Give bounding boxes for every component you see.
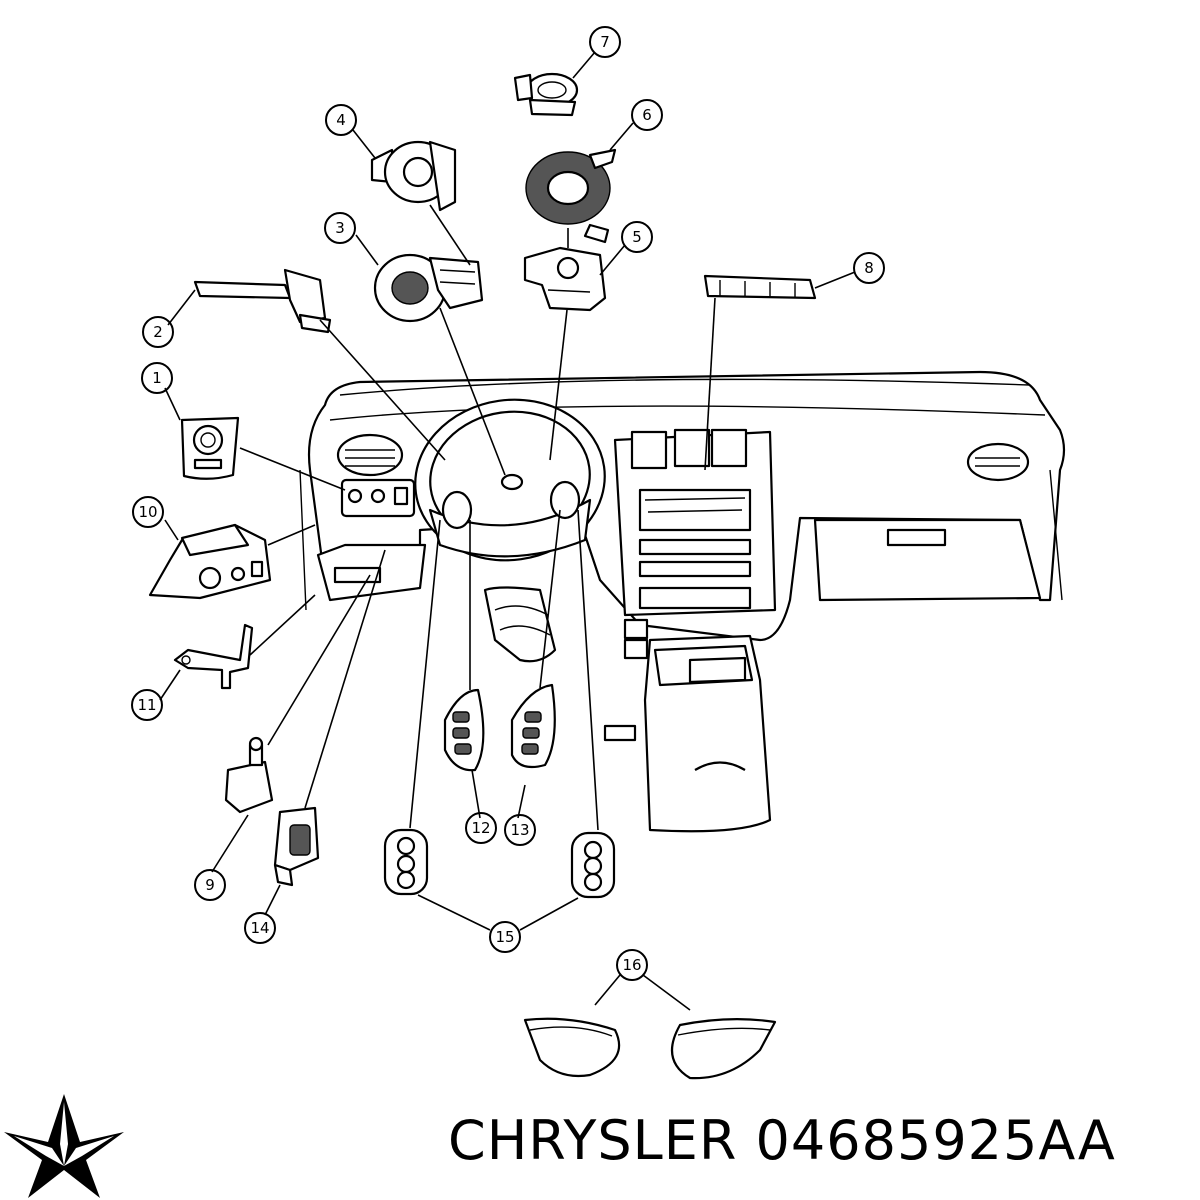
svg-text:13: 13 [510, 821, 529, 839]
callout-3: 3 [324, 212, 356, 244]
callout-9: 9 [194, 869, 226, 901]
callout-1: 1 [141, 362, 173, 394]
svg-text:9: 9 [205, 876, 215, 894]
part-ignition-switch [523, 246, 607, 312]
part-stop-lamp-switch [224, 736, 274, 814]
part-headlamp-switch [180, 416, 240, 480]
part-lamp-lenses [523, 1017, 777, 1080]
callout-8: 8 [853, 252, 885, 284]
svg-text:7: 7 [600, 33, 610, 51]
callout-10: 10 [132, 496, 164, 528]
part-switch-bezel [148, 523, 272, 600]
part-pedal-switches [383, 828, 616, 899]
brand-name: CHRYSLER [448, 1109, 738, 1172]
part-lock-cylinder-housing [513, 72, 579, 117]
leader-lines [159, 51, 856, 1011]
part-mounting-bracket [173, 623, 254, 690]
callout-11: 11 [131, 689, 163, 721]
part-caption: CHRYSLER 04685925AA [448, 1106, 1188, 1176]
callout-14: 14 [244, 912, 276, 944]
part-clockspring-coil [525, 148, 617, 244]
callout-15: 15 [489, 921, 521, 953]
svg-text:11: 11 [137, 696, 156, 714]
callout-5: 5 [621, 221, 653, 253]
part-overhead-switch-bar [703, 274, 817, 300]
part-switch-housing [370, 140, 457, 212]
svg-text:2: 2 [153, 323, 163, 341]
svg-text:16: 16 [622, 956, 641, 974]
svg-text:4: 4 [336, 111, 346, 129]
callout-16: 16 [616, 949, 648, 981]
callout-7: 7 [589, 26, 621, 58]
part-clockspring [373, 253, 484, 323]
callout-12: 12 [465, 812, 497, 844]
svg-text:3: 3 [335, 219, 345, 237]
part-door-switch [273, 806, 320, 887]
part-number: 04685925AA [755, 1109, 1116, 1172]
callout-13: 13 [504, 814, 536, 846]
svg-text:10: 10 [138, 503, 157, 521]
svg-text:12: 12 [471, 819, 490, 837]
chrysler-pentastar-icon [4, 1094, 124, 1198]
callout-2: 2 [142, 316, 174, 348]
svg-text:15: 15 [495, 928, 514, 946]
part-left-wheel-switch [443, 688, 485, 772]
callout-4: 4 [325, 104, 357, 136]
part-multifunction-switch [193, 268, 332, 334]
part-right-wheel-switch [510, 683, 556, 769]
callout-6: 6 [631, 99, 663, 131]
svg-text:5: 5 [632, 228, 642, 246]
svg-text:14: 14 [250, 919, 269, 937]
instrument-panel [299, 370, 1066, 833]
svg-text:8: 8 [864, 259, 874, 277]
svg-text:1: 1 [152, 369, 162, 387]
svg-text:6: 6 [642, 106, 652, 124]
